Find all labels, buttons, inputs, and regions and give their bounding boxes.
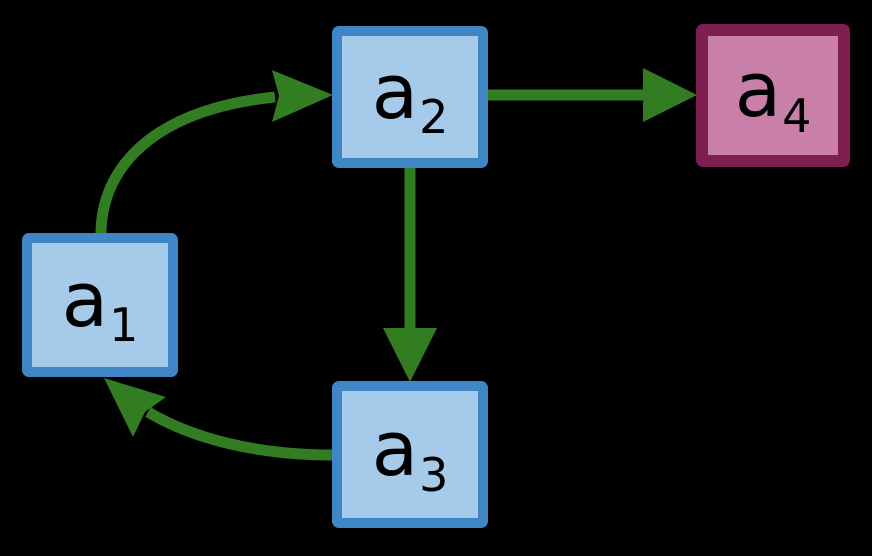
node-a2-label-subscript: 2 [419, 90, 449, 145]
node-a4-label-base: a [734, 45, 782, 135]
edge-a3-to-a1-arrowhead [104, 378, 166, 437]
edge-a2-to-a3[interactable] [383, 168, 437, 382]
node-a4[interactable]: a4 [696, 24, 850, 167]
node-a4-label-subscript: 4 [782, 88, 812, 143]
edge-a3-to-a1[interactable] [104, 378, 334, 461]
edge-a2-to-a4-arrowhead [643, 68, 697, 122]
edge-a2-to-a4[interactable] [488, 68, 697, 122]
node-a2[interactable]: a2 [332, 26, 488, 168]
node-a1-label-subscript: 1 [109, 298, 139, 353]
node-a2-label: a2 [372, 53, 449, 145]
node-a3[interactable]: a3 [332, 381, 488, 528]
node-a1-label-base: a [61, 254, 109, 344]
node-a3-label: a3 [372, 411, 449, 498]
node-a2-label-base: a [371, 46, 419, 136]
edge-a3-to-a1-line [145, 407, 334, 461]
node-a1[interactable]: a1 [22, 233, 178, 377]
edge-a1-to-a2-arrowhead [272, 70, 333, 122]
edge-a2-to-a3-arrowhead [383, 328, 437, 382]
node-a3-label-base: a [371, 404, 419, 494]
node-a1-label: a1 [62, 261, 139, 353]
edge-a1-to-a2[interactable] [95, 70, 333, 235]
edge-a1-to-a2-line [95, 91, 276, 235]
node-a4-label: a4 [735, 52, 812, 139]
node-a3-label-subscript: 3 [419, 447, 449, 502]
